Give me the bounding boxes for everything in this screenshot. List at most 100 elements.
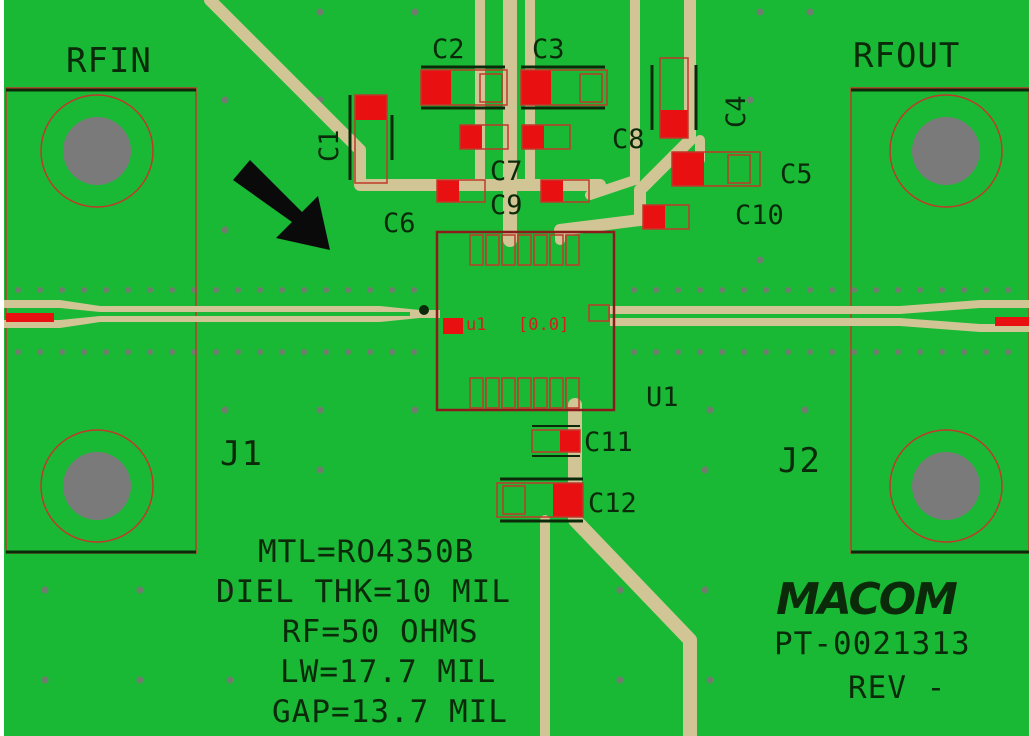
bias-traces xyxy=(204,0,705,736)
j1-label: J1 xyxy=(220,434,263,474)
via xyxy=(147,349,153,355)
via xyxy=(895,287,901,293)
note-gap: GAP=13.7 MIL xyxy=(272,694,508,730)
via xyxy=(59,349,65,355)
via xyxy=(147,287,153,293)
note-material: MTL=RO4350B xyxy=(258,534,474,570)
via xyxy=(279,287,285,293)
via xyxy=(59,287,65,293)
via xyxy=(41,586,49,594)
via xyxy=(675,287,681,293)
c9-label: C9 xyxy=(490,190,523,221)
via xyxy=(41,676,49,684)
via xyxy=(136,676,144,684)
via xyxy=(741,287,747,293)
via xyxy=(81,287,87,293)
u1-package xyxy=(419,230,616,412)
via xyxy=(221,226,229,234)
via xyxy=(316,406,324,414)
via xyxy=(411,8,419,16)
via xyxy=(631,349,637,355)
c8-label: C8 xyxy=(612,124,645,155)
arrow-icon xyxy=(233,160,330,250)
via xyxy=(851,349,857,355)
via xyxy=(15,349,21,355)
via xyxy=(169,287,175,293)
via xyxy=(616,586,624,594)
via xyxy=(741,349,747,355)
via xyxy=(125,349,131,355)
via xyxy=(301,349,307,355)
via xyxy=(983,287,989,293)
via xyxy=(226,676,234,684)
via xyxy=(221,406,229,414)
via xyxy=(675,349,681,355)
part-number: PT-0021313 xyxy=(774,626,971,662)
via xyxy=(801,406,809,414)
via xyxy=(136,586,144,594)
via xyxy=(235,349,241,355)
via xyxy=(873,287,879,293)
c6-label: C6 xyxy=(383,208,416,239)
via xyxy=(345,287,351,293)
via xyxy=(719,349,725,355)
via xyxy=(411,349,417,355)
c1-label: C1 xyxy=(314,129,345,162)
connector-j2 xyxy=(850,87,1029,554)
via xyxy=(961,287,967,293)
c4-label: C4 xyxy=(721,95,752,128)
via xyxy=(763,349,769,355)
via xyxy=(1005,287,1011,293)
via xyxy=(367,349,373,355)
via xyxy=(873,349,879,355)
c7-label: C7 xyxy=(490,156,523,187)
via xyxy=(323,349,329,355)
c2-label: C2 xyxy=(432,34,465,65)
via xyxy=(411,287,417,293)
via xyxy=(323,287,329,293)
c5-label: C5 xyxy=(780,159,813,190)
via xyxy=(213,287,219,293)
via xyxy=(345,349,351,355)
via xyxy=(697,349,703,355)
rf-line-output xyxy=(610,300,1029,332)
via xyxy=(983,349,989,355)
via xyxy=(701,586,709,594)
via xyxy=(316,466,324,474)
via xyxy=(706,406,714,414)
c3-label: C3 xyxy=(532,34,565,65)
via xyxy=(631,287,637,293)
via-grid xyxy=(15,8,1011,684)
via xyxy=(917,287,923,293)
rfin-label: RFIN xyxy=(66,41,152,81)
via xyxy=(213,349,219,355)
via xyxy=(895,349,901,355)
via xyxy=(939,287,945,293)
u1-pad-value: [0.0] xyxy=(518,315,569,335)
rfout-label: RFOUT xyxy=(853,36,960,76)
via xyxy=(756,8,764,16)
via xyxy=(367,287,373,293)
via xyxy=(1005,349,1011,355)
via xyxy=(961,349,967,355)
via xyxy=(235,287,241,293)
via xyxy=(125,287,131,293)
via xyxy=(37,287,43,293)
via xyxy=(939,349,945,355)
via xyxy=(653,287,659,293)
rf-line-input xyxy=(4,300,440,328)
via xyxy=(746,96,754,104)
via xyxy=(221,96,229,104)
note-dielectric: DIEL THK=10 MIL xyxy=(216,574,511,610)
c10-label: C10 xyxy=(735,200,784,231)
via xyxy=(616,676,624,684)
macom-logo: MACOM xyxy=(776,574,957,625)
c12-label: C12 xyxy=(588,488,637,519)
u1-pad-label: u1 xyxy=(466,315,486,335)
via xyxy=(103,349,109,355)
via xyxy=(411,406,419,414)
j2-label: J2 xyxy=(778,441,821,481)
via xyxy=(829,349,835,355)
via xyxy=(756,256,764,264)
